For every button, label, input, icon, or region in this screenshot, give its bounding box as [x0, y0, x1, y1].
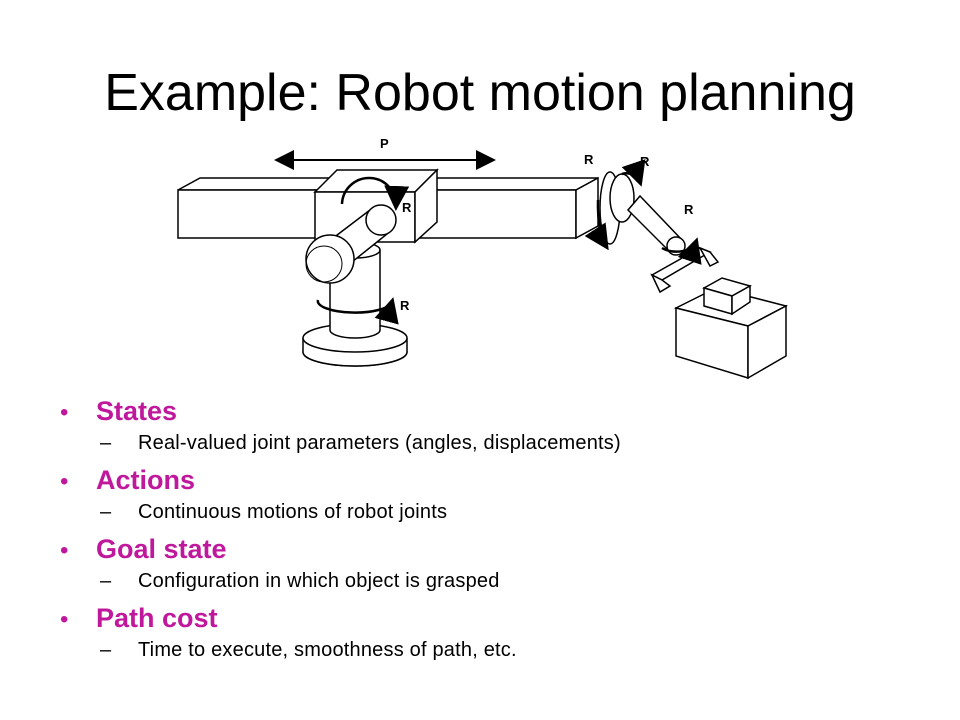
slide-title: Example: Robot motion planning — [104, 64, 856, 122]
sub-marker: – — [100, 639, 112, 661]
sub-text: Time to execute, smoothness of path, etc… — [138, 639, 517, 661]
label-r-upper: R — [402, 200, 412, 215]
robot-arm-diagram: P R R R R R — [170, 130, 790, 390]
sub-text: Continuous motions of robot joints — [138, 501, 448, 523]
sub-marker: – — [100, 432, 112, 454]
robot-arm-drawing: P R R R R R — [177, 136, 789, 380]
list-item: • Goal state – Configuration in which ob… — [58, 534, 918, 603]
bullet-marker: • — [60, 606, 69, 633]
label-r-wrist3: R — [684, 202, 694, 217]
bullet-label: Actions — [96, 465, 196, 495]
label-p: P — [380, 136, 389, 151]
bullet-marker: • — [60, 537, 69, 564]
bullet-list: • States – Real-valued joint parameters … — [58, 396, 918, 672]
sub-marker: – — [100, 501, 112, 523]
label-r-wrist2: R — [640, 154, 650, 169]
label-r-base: R — [400, 298, 410, 313]
bullet-marker: • — [60, 468, 69, 495]
list-item: • States – Real-valued joint parameters … — [58, 396, 918, 465]
bullet-label: Path cost — [96, 603, 218, 633]
sub-text: Real-valued joint parameters (angles, di… — [138, 432, 621, 454]
list-item: • Actions – Continuous motions of robot … — [58, 465, 918, 534]
list-item: • Path cost – Time to execute, smoothnes… — [58, 603, 918, 672]
bullet-marker: • — [60, 399, 69, 426]
sub-marker: – — [100, 570, 112, 592]
sub-text: Configuration in which object is grasped — [138, 570, 500, 592]
bullet-label: Goal state — [96, 534, 227, 564]
label-r-wrist1: R — [584, 152, 594, 167]
bullet-label: States — [96, 396, 178, 426]
